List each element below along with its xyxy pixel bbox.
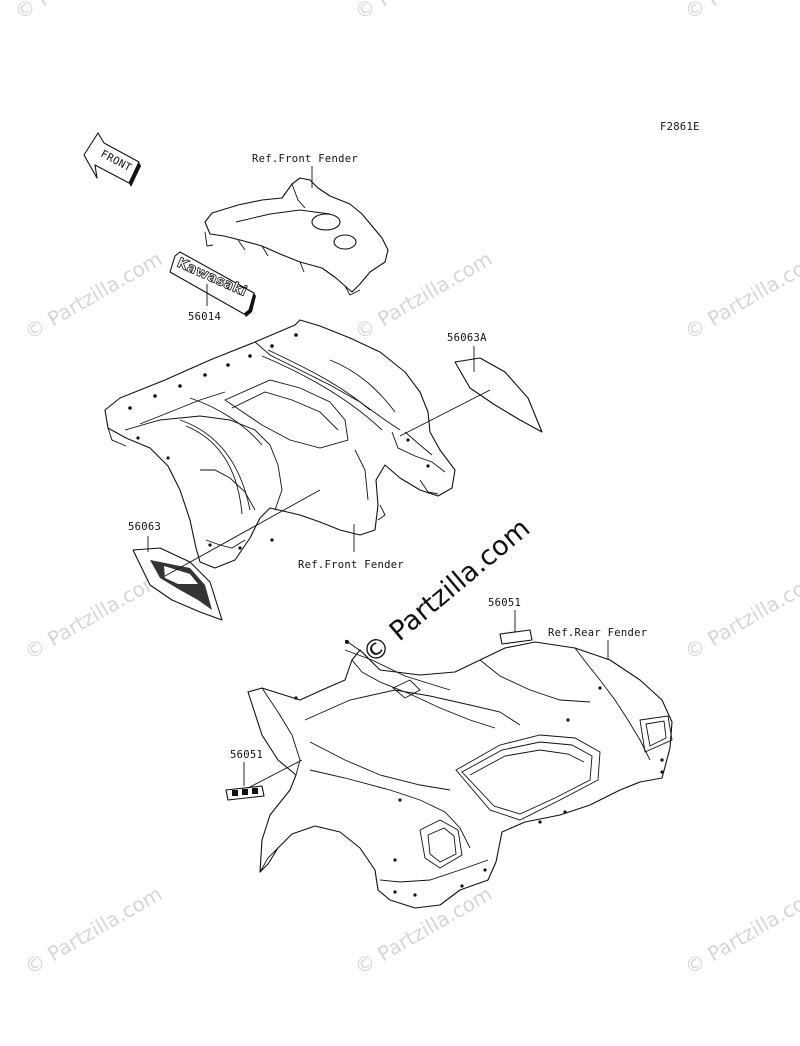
- part-56051-bottom-label: 56051: [230, 749, 263, 761]
- rear-fender-assembly: [247, 639, 673, 909]
- part-56014-label: 56014: [188, 311, 221, 323]
- watermark: © Partzilla.com: [21, 246, 167, 344]
- decal-56063a: [454, 357, 543, 433]
- watermark: © Partzilla.com: [681, 881, 800, 979]
- front-fender-top-panel: [204, 177, 389, 296]
- leader-line: [247, 759, 303, 789]
- watermark: © Partzilla.com: [681, 566, 800, 664]
- decal-56063: [132, 547, 223, 621]
- front-fender-assembly: [104, 319, 456, 569]
- strip-56051-top: [499, 629, 533, 645]
- watermark: © Partzilla.com: [11, 0, 157, 24]
- figure-code: F2861E: [660, 121, 700, 133]
- ref-rear-fender-label: Ref.Rear Fender: [548, 627, 647, 639]
- part-56063a-label: 56063A: [447, 332, 487, 344]
- front-arrow-icon: FRONT: [83, 132, 141, 187]
- ref-front-fender-mid-label: Ref.Front Fender: [298, 559, 404, 571]
- leader-line: [164, 489, 321, 577]
- emblem-56051-bottom: [225, 785, 265, 801]
- watermark: © Partzilla.com: [681, 0, 800, 24]
- watermark: © Partzilla.com: [681, 246, 800, 344]
- leader-line: [399, 389, 491, 437]
- watermark: © Partzilla.com: [351, 0, 497, 24]
- watermark: © Partzilla.com: [21, 881, 167, 979]
- kawasaki-emblem: Kawasaki: [169, 251, 256, 317]
- watermark: © Partzilla.com: [21, 566, 167, 664]
- ref-front-fender-top-label: Ref.Front Fender: [252, 153, 358, 165]
- part-56063-label: 56063: [128, 521, 161, 533]
- part-56051-top-label: 56051: [488, 597, 521, 609]
